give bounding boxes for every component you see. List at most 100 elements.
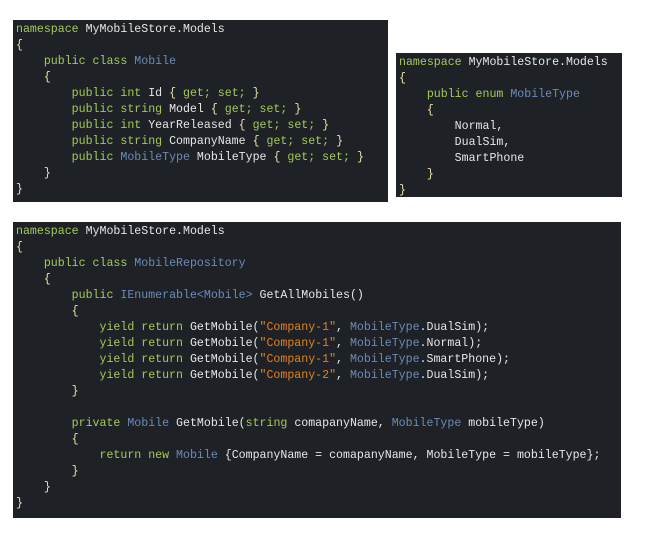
code-line: {: [16, 38, 388, 54]
code-token: {: [399, 72, 406, 85]
code-token: }: [16, 385, 79, 398]
code-token: [16, 401, 23, 414]
code-token: public int: [16, 119, 149, 132]
code-token: yield return: [16, 369, 190, 382]
code-token: YearReleased: [148, 119, 239, 132]
code-line: yield return GetMobile("Company-1", Mobi…: [16, 352, 621, 368]
code-token: get; set;: [252, 119, 323, 132]
code-line: {: [16, 272, 621, 288]
code-line: {: [16, 304, 621, 320]
code-line: }: [399, 183, 622, 199]
code-line: Normal,: [399, 119, 622, 135]
code-token: SmartPhone: [399, 152, 525, 165]
code-line: public string Model { get; set; }: [16, 102, 388, 118]
code-token: mobileType): [468, 417, 545, 430]
code-token: .Normal);: [419, 337, 483, 350]
code-token: }: [399, 184, 406, 197]
code-line: return new Mobile {CompanyName = comapan…: [16, 448, 621, 464]
code-token: GetMobile(: [189, 369, 260, 382]
code-token: }: [16, 481, 51, 494]
code-token: MyMobileStore.Models: [85, 23, 225, 36]
code-line: public class MobileRepository: [16, 256, 621, 272]
code-line: }: [16, 464, 621, 480]
code-token: ,: [336, 353, 350, 366]
code-token: MyMobileStore.Models: [468, 56, 608, 69]
code-line: {: [399, 103, 622, 119]
code-token: "Company-1": [259, 353, 337, 366]
code-line: public class Mobile: [16, 54, 388, 70]
code-line: yield return GetMobile("Company-2", Mobi…: [16, 368, 621, 384]
code-token: }: [252, 87, 260, 100]
code-line: }: [399, 167, 622, 183]
code-token: get; set;: [287, 151, 357, 164]
code-token: public class: [16, 257, 135, 270]
code-token: public int: [16, 87, 149, 100]
code-token: ,: [336, 321, 350, 334]
code-line: public string CompanyName { get; set; }: [16, 134, 388, 150]
code-line: }: [16, 182, 388, 198]
code-token: GetMobile(: [189, 321, 260, 334]
code-token: MobileType: [349, 353, 420, 366]
code-line: public int YearReleased { get; set; }: [16, 118, 388, 134]
code-token: {: [399, 104, 434, 117]
code-line: {: [399, 71, 622, 87]
code-token: GetAllMobiles(): [259, 289, 364, 302]
code-token: {: [16, 241, 23, 254]
code-token: {: [16, 273, 51, 286]
code-token: get; set;: [266, 135, 337, 148]
code-line: namespace MyMobileStore.Models: [399, 55, 622, 71]
code-token: }: [399, 168, 434, 181]
code-token: }: [294, 103, 302, 116]
code-token: {: [16, 71, 51, 84]
code-token: namespace: [399, 56, 469, 69]
code-token: Normal,: [399, 120, 504, 133]
code-line: public int Id { get; set; }: [16, 86, 388, 102]
code-line: {: [16, 240, 621, 256]
code-token: "Company-1": [259, 337, 337, 350]
code-line: public enum MobileType: [399, 87, 622, 103]
code-token: public string: [16, 103, 170, 116]
code-token: DualSim,: [399, 136, 511, 149]
code-token: Id: [148, 87, 170, 100]
code-line: [16, 400, 621, 416]
code-token: {: [169, 87, 183, 100]
code-token: Mobile: [134, 55, 177, 68]
code-line: public IEnumerable<Mobile> GetAllMobiles…: [16, 288, 621, 304]
code-token: GetMobile(: [176, 417, 246, 430]
code-token: MobileRepository: [134, 257, 246, 270]
code-token: get; set;: [183, 87, 253, 100]
code-token: }: [16, 465, 79, 478]
code-token: MobileType: [196, 151, 274, 164]
code-line: public MobileType MobileType { get; set;…: [16, 150, 388, 166]
code-token: {: [16, 39, 23, 52]
mobile-class-code-panel: namespace MyMobileStore.Models{ public c…: [13, 20, 388, 202]
code-line: }: [16, 496, 621, 512]
code-token: GetMobile(: [189, 353, 260, 366]
code-token: Model: [169, 103, 211, 116]
code-line: namespace MyMobileStore.Models: [16, 22, 388, 38]
code-token: public string: [16, 135, 170, 148]
mobile-type-enum-code-panel: namespace MyMobileStore.Models{ public e…: [396, 53, 622, 197]
code-token: MobileType: [349, 369, 420, 382]
code-token: MyMobileStore.Models: [85, 225, 225, 238]
code-token: MobileType: [349, 321, 420, 334]
code-token: public: [16, 289, 121, 302]
code-token: public enum: [399, 88, 511, 101]
code-token: .DualSim);: [419, 321, 490, 334]
code-token: {CompanyName = comapanyName, MobileType …: [224, 449, 601, 462]
code-token: namespace: [16, 225, 86, 238]
code-token: }: [16, 497, 23, 510]
code-token: private: [16, 417, 128, 430]
code-token: IEnumerable<Mobile>: [120, 289, 260, 302]
code-token: }: [16, 183, 23, 196]
code-token: public class: [16, 55, 135, 68]
code-line: {: [16, 432, 621, 448]
code-token: CompanyName: [169, 135, 253, 148]
code-token: yield return: [16, 353, 190, 366]
code-line: yield return GetMobile("Company-1", Mobi…: [16, 336, 621, 352]
code-token: {: [210, 103, 225, 116]
code-token: comapanyName,: [294, 417, 392, 430]
code-token: }: [322, 119, 330, 132]
code-line: yield return GetMobile("Company-1", Mobi…: [16, 320, 621, 336]
code-token: return new: [16, 449, 177, 462]
